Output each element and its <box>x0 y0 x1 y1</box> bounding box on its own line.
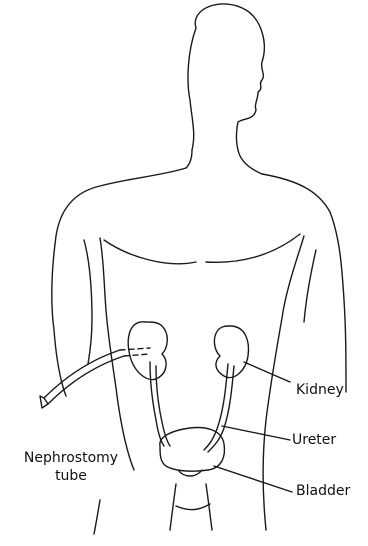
nephrostomy-tube-label-line2: tube <box>16 468 126 486</box>
nephrostomy-tube-label: Nephrostomy tube <box>16 450 126 485</box>
ureter-leader-line <box>222 426 290 440</box>
head-outline <box>188 4 264 150</box>
left-inner-arm <box>84 240 92 364</box>
kidney-label: Kidney <box>296 382 344 400</box>
left-kidney <box>128 322 167 380</box>
nephrostomy-tube-dashed <box>120 348 150 356</box>
bladder-leader-line <box>214 466 292 492</box>
groin-line <box>176 504 210 510</box>
right-inner-arm <box>304 250 316 322</box>
left-pectoral <box>104 240 196 264</box>
left-ureter <box>150 362 170 446</box>
right-kidney <box>214 326 248 378</box>
kidney-leader-line <box>244 362 290 382</box>
neck-outline <box>186 150 262 174</box>
left-leg-line <box>94 500 100 534</box>
right-pectoral <box>206 234 300 262</box>
pelvis-right <box>206 484 212 530</box>
bladder-label: Bladder <box>296 483 350 501</box>
ureter-label: Ureter <box>292 432 336 450</box>
nephrostomy-tube-end <box>40 396 48 408</box>
nephrostomy-tube-label-line1: Nephrostomy <box>16 450 126 468</box>
pelvis-left <box>170 484 176 530</box>
